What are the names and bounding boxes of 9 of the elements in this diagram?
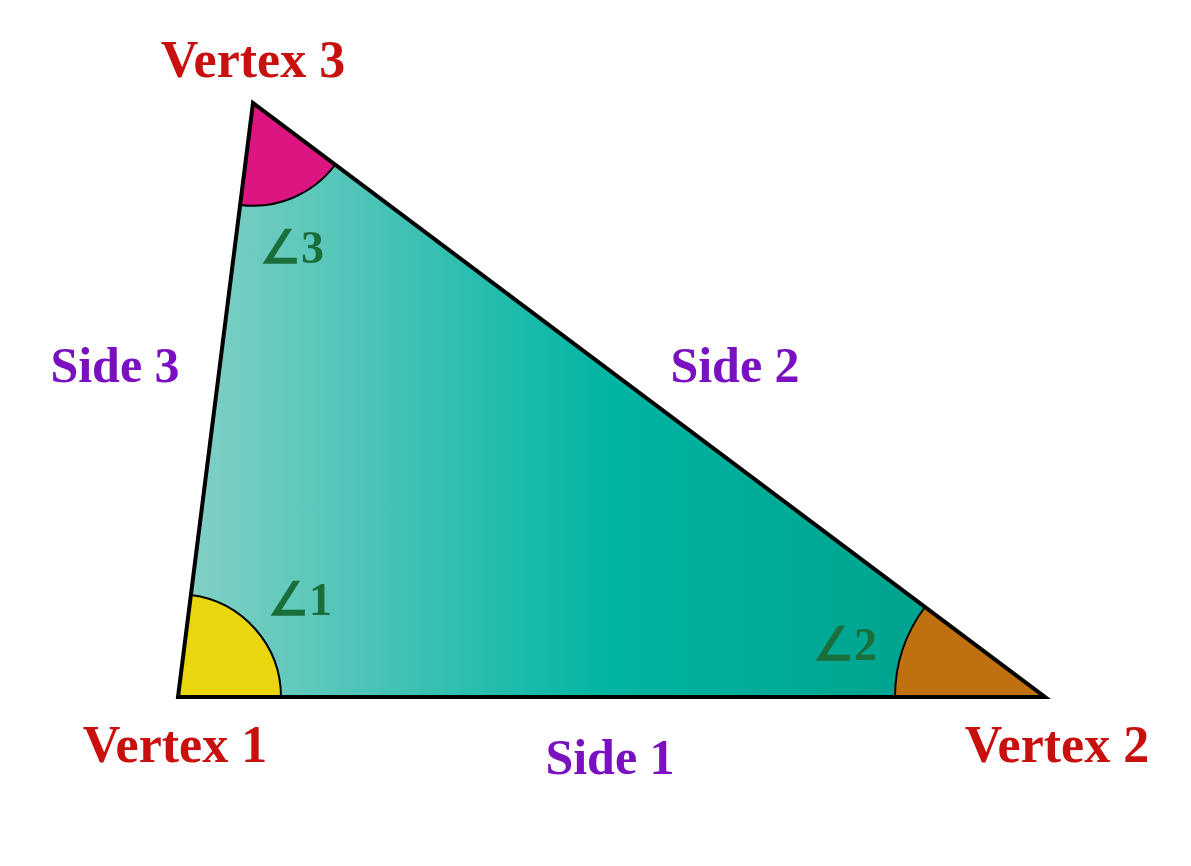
- side-label: Side 1: [545, 732, 675, 782]
- vertex-label: Vertex 1: [82, 719, 268, 771]
- vertex-label: Vertex 3: [160, 34, 346, 86]
- vertex-label: Vertex 2: [964, 719, 1150, 771]
- side-label: Side 2: [670, 340, 800, 390]
- angle-label: ∠3: [260, 225, 324, 271]
- side-label: Side 3: [50, 340, 180, 390]
- angle-label: ∠2: [813, 622, 877, 668]
- angle-label: ∠1: [268, 577, 332, 623]
